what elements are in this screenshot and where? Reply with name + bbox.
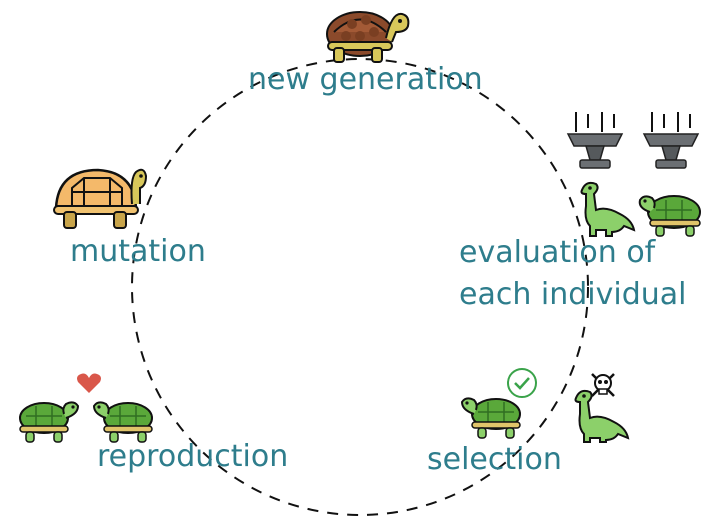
baby-turtle-icon: [638, 195, 701, 237]
tortoise-icon: [53, 168, 148, 229]
step-evaluation-line-2: each individual: [459, 277, 687, 312]
skull-crossbones-icon: [591, 373, 615, 397]
baby-turtle-icon: [460, 397, 521, 439]
step-reproduction: reproduction: [97, 439, 289, 474]
dinosaur-icon: [580, 181, 636, 237]
step-mutation: mutation: [70, 234, 206, 269]
tortoise-icon: [326, 11, 410, 63]
baby-turtle-icon: [92, 401, 153, 443]
anvil-weight-icon: [566, 112, 624, 169]
dinosaur-icon: [574, 389, 630, 443]
heart-icon: [77, 373, 101, 393]
step-selection: selection: [427, 442, 562, 477]
step-new-generation: new generation: [248, 62, 483, 97]
anvil-weight-icon: [642, 112, 700, 169]
baby-turtle-icon: [19, 401, 80, 443]
step-evaluation-line-1: evaluation of: [459, 235, 656, 270]
check-circle-icon: [507, 368, 537, 398]
